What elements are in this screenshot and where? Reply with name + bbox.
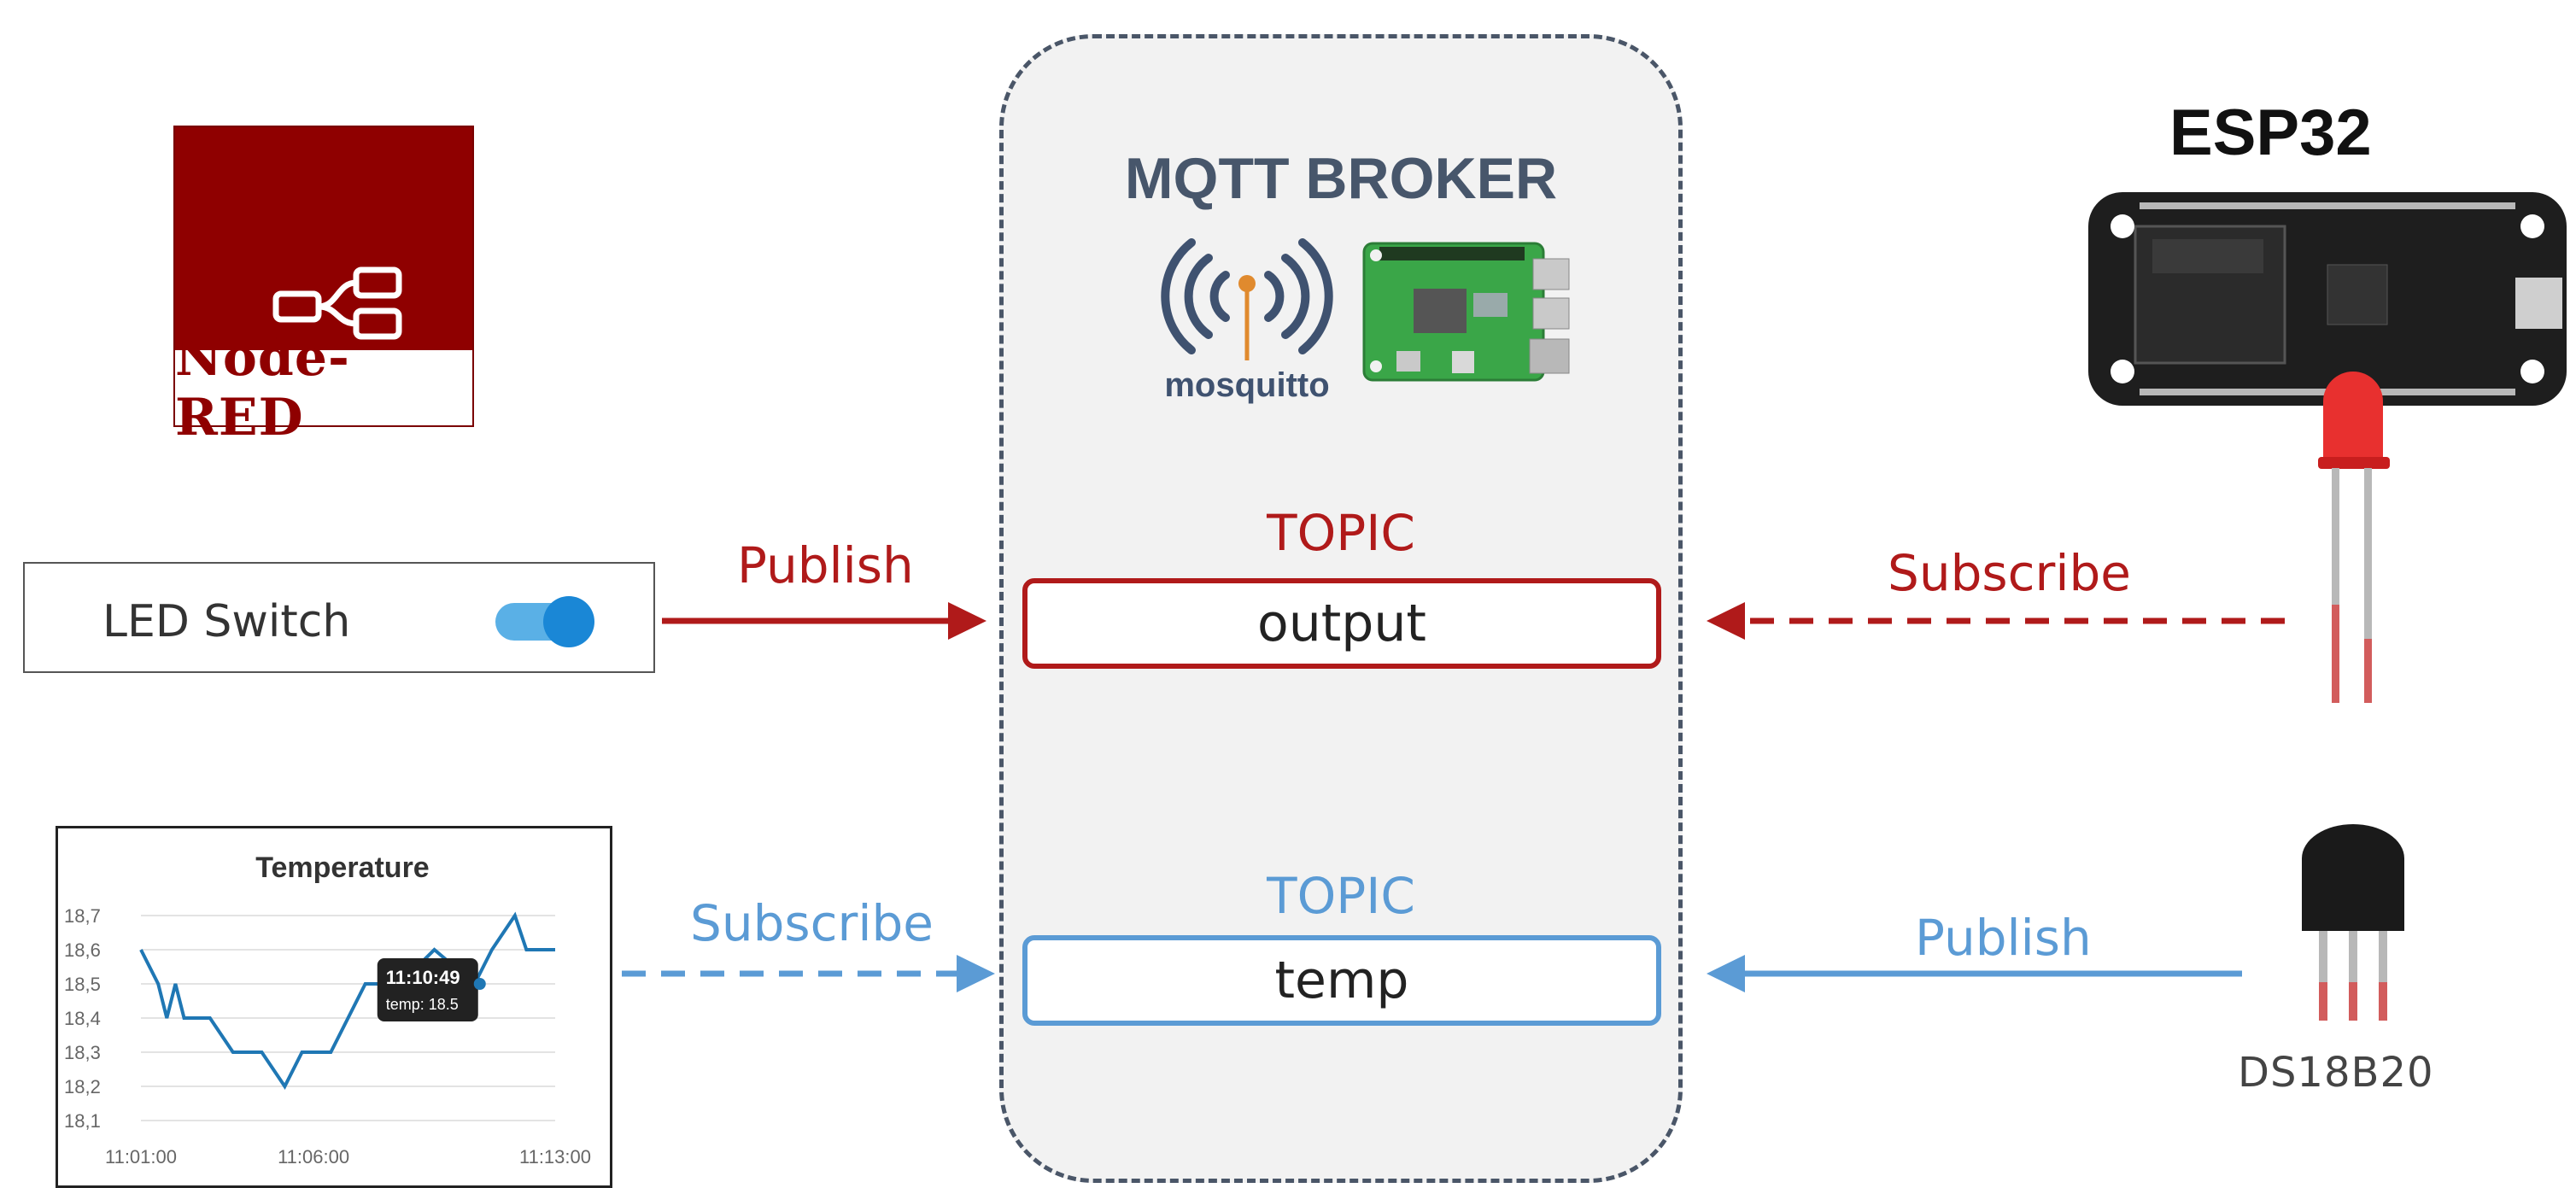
raspberry-pi-board (1362, 242, 1572, 383)
topic-temp-label: TOPIC (1267, 867, 1415, 925)
chart-y-tick-label: 18,6 (64, 939, 101, 961)
publish-arrow-red-head (948, 602, 986, 640)
publish-arrow-blue-head (1707, 955, 1745, 992)
ds18b20-label: DS18B20 (2238, 1049, 2434, 1097)
tooltip-time: 11:10:49 (386, 967, 460, 988)
chart-x-tick-label: 11:06:00 (278, 1146, 349, 1168)
ds18b20-sensor-icon (2293, 820, 2413, 1025)
topic-output-box[interactable]: output (1022, 578, 1661, 669)
mosquitto-label: mosquitto (1164, 366, 1330, 404)
broker-title: MQTT BROKER (1124, 146, 1558, 211)
esp32-board (2088, 192, 2567, 406)
esp32-title: ESP32 (2169, 97, 2372, 169)
led-switch-label: LED Switch (102, 596, 351, 647)
flow-nodes-icon (272, 266, 402, 340)
subscribe-label-blue: Subscribe (690, 894, 934, 952)
led-toggle-knob[interactable] (543, 596, 594, 647)
topic-output-label: TOPIC (1267, 504, 1415, 562)
subscribe-label-red: Subscribe (1888, 544, 2131, 602)
chart-y-tick-label: 18,5 (64, 974, 101, 995)
chart-y-tick-label: 18,3 (64, 1042, 101, 1063)
chart-y-tick-label: 18,7 (64, 905, 101, 927)
temperature-series-line (139, 911, 555, 1090)
chart-y-tick-label: 18,2 (64, 1076, 101, 1097)
tooltip-value: temp: 18.5 (386, 996, 459, 1013)
tooltip-point (473, 978, 486, 990)
topic-temp-box[interactable]: temp (1022, 935, 1661, 1026)
chart-tooltip: 11:10:49 temp: 18.5 (377, 958, 486, 1021)
subscribe-arrow-red-head (1707, 602, 1745, 640)
tooltip-box (377, 958, 478, 1021)
topic-output-name: output (1257, 594, 1426, 653)
topic-temp-name: temp (1274, 951, 1409, 1010)
chart-title: Temperature (255, 851, 429, 884)
red-led-icon (2306, 359, 2400, 709)
publish-label-red: Publish (737, 536, 914, 594)
node-red-label: Node-RED (175, 328, 350, 448)
mosquitto-signal-icon (1161, 238, 1333, 360)
temperature-chart: Temperature 18,7 18,6 18,5 18,4 18,3 18,2 18,1… (64, 851, 591, 1168)
temperature-chart-frame (56, 826, 612, 1188)
chart-y-tick-label: 18,1 (64, 1110, 101, 1132)
chart-x-tick-label: 11:13:00 (519, 1146, 591, 1168)
chart-y-ticks: 18,7 18,6 18,5 18,4 18,3 18,2 18,1 (64, 905, 101, 1132)
chart-x-ticks: 11:01:00 11:06:00 11:13:00 (105, 1146, 591, 1168)
publish-label-blue: Publish (1915, 909, 2092, 967)
node-red-band: Node-RED (175, 328, 472, 448)
chart-y-tick-label: 18,4 (64, 1008, 101, 1029)
mosquitto-logo: mosquitto (1157, 232, 1337, 404)
node-red-logo: Node-RED (173, 126, 474, 448)
chart-x-tick-label: 11:01:00 (105, 1146, 177, 1168)
subscribe-arrow-blue-head (957, 955, 995, 992)
